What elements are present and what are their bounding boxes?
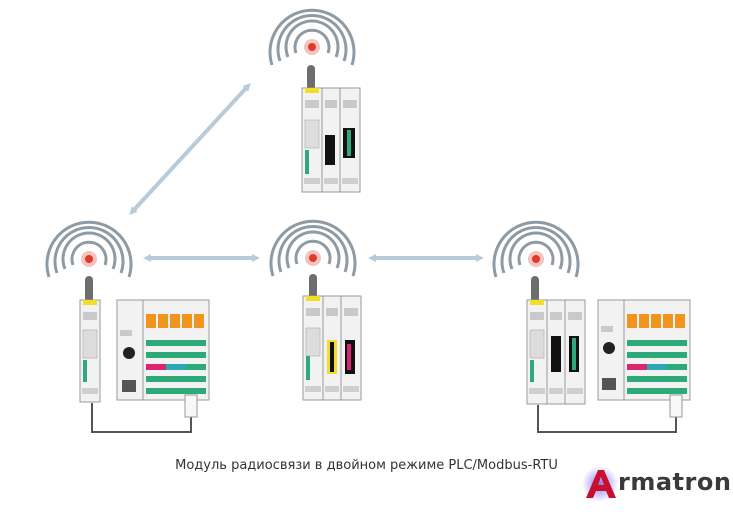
io-module <box>340 295 362 401</box>
node-left <box>79 276 210 418</box>
io-module <box>321 87 341 193</box>
plc-io-block <box>142 299 210 401</box>
wire-left <box>91 403 192 433</box>
link-arrows <box>129 83 484 262</box>
logo-a-icon <box>582 466 618 502</box>
node-top <box>301 65 361 193</box>
io-module <box>322 295 342 401</box>
link-arrow-left-top <box>129 83 251 215</box>
antenna <box>307 65 315 91</box>
signal-icon-left <box>45 220 133 278</box>
radio-module <box>302 295 324 401</box>
plc-io-block <box>623 299 691 401</box>
cable-connector <box>184 394 198 418</box>
plc-controller <box>116 299 144 401</box>
io-module <box>564 299 586 405</box>
node-right <box>526 276 691 418</box>
radio-module <box>526 299 548 405</box>
antenna <box>85 276 93 304</box>
antenna <box>531 276 539 304</box>
cable-connector <box>669 394 683 418</box>
wire-right <box>537 405 677 433</box>
io-module <box>339 87 361 193</box>
signal-icon-top <box>268 8 356 66</box>
plc-controller <box>597 299 625 401</box>
connection-wires <box>91 403 677 433</box>
armatron-logo: rmatron <box>582 466 732 502</box>
signal-icon-center <box>269 219 357 277</box>
logo-text: rmatron <box>618 468 732 496</box>
radio-module <box>301 87 323 193</box>
io-module <box>546 299 566 405</box>
signal-icon-right <box>492 220 580 278</box>
node-center <box>302 274 362 401</box>
radio-module <box>79 299 101 403</box>
antenna <box>309 274 317 300</box>
diagram-caption: Модуль радиосвязи в двойном режиме PLC/M… <box>175 458 558 473</box>
